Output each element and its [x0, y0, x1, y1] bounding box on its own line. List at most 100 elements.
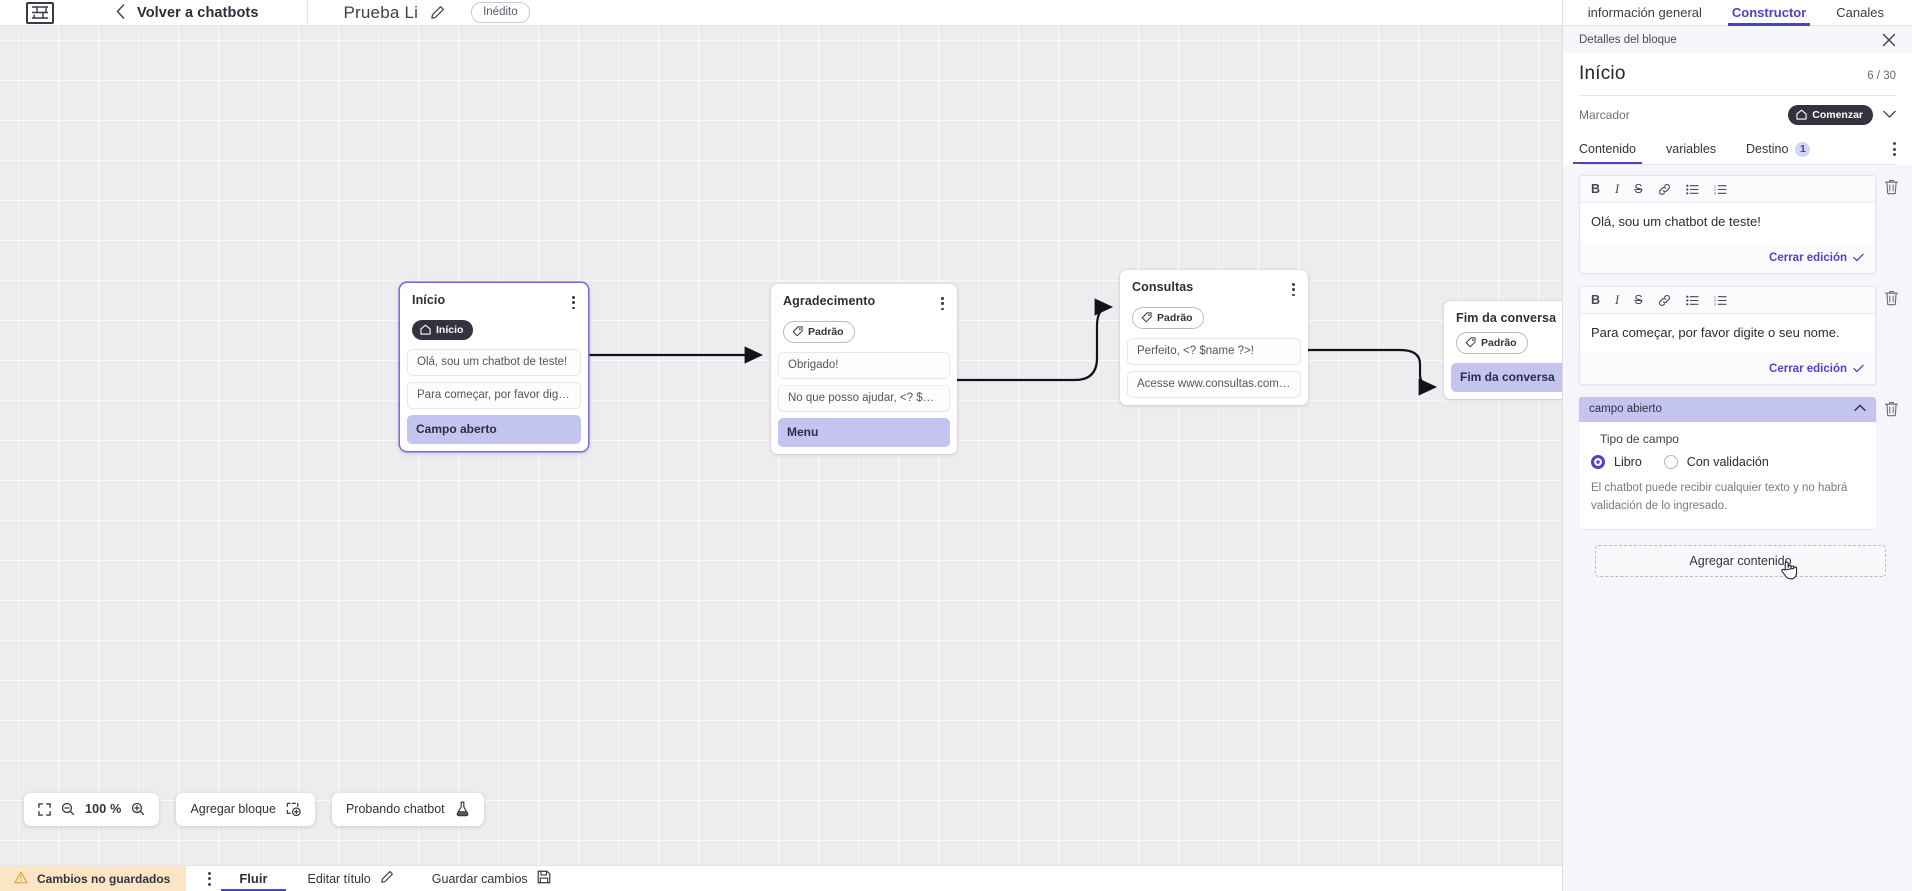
trash-icon[interactable]	[1884, 175, 1899, 195]
italic-icon[interactable]: I	[1615, 181, 1620, 196]
flow-node-fim-da-conversa[interactable]: Fim da conversa Padrão Fim da conversa	[1444, 301, 1562, 399]
zoom-out-icon[interactable]	[61, 802, 75, 816]
back-to-chatbots-link[interactable]: Volver a chatbots	[137, 4, 259, 21]
tab-contenido[interactable]: Contenido	[1573, 134, 1642, 164]
node-title: Início	[412, 293, 446, 307]
close-icon[interactable]	[1882, 33, 1896, 47]
kebab-menu-icon[interactable]	[1893, 142, 1896, 156]
marker-row: Marcador Comenzar	[1579, 96, 1896, 135]
marker-value-chip[interactable]: Comenzar	[1788, 105, 1873, 125]
italic-icon[interactable]: I	[1615, 292, 1620, 307]
node-message[interactable]: Para começar, por favor digite o ...	[407, 382, 581, 410]
edit-title-label: Editar título	[307, 871, 371, 886]
bullet-list-icon[interactable]	[1685, 184, 1699, 195]
kebab-menu-icon[interactable]	[1290, 279, 1297, 300]
field-hint: El chatbot puede recibir cualquier texto…	[1591, 481, 1848, 512]
strikethrough-icon[interactable]: S	[1634, 293, 1643, 308]
panel-card: Início 6 / 30 Marcador Comenzar Con	[1563, 53, 1912, 165]
kebab-menu-icon[interactable]	[939, 293, 946, 314]
chevron-down-icon[interactable]	[1883, 110, 1896, 119]
close-edit-button[interactable]: Cerrar edición	[1769, 363, 1864, 375]
node-message[interactable]: Perfeito, <? $name ?>!	[1127, 337, 1301, 365]
bold-icon[interactable]: B	[1591, 182, 1601, 196]
zoom-controls[interactable]: 100 %	[24, 792, 160, 826]
tab-destino[interactable]: Destino 1	[1746, 134, 1811, 164]
trash-icon[interactable]	[1884, 397, 1899, 417]
radio-con-validacion[interactable]: Con validación	[1663, 454, 1769, 469]
close-edit-button[interactable]: Cerrar edición	[1769, 252, 1864, 264]
radio-libro[interactable]: Libro	[1591, 454, 1642, 469]
node-tag-label: Início	[436, 323, 464, 336]
flask-icon	[455, 801, 470, 817]
bold-icon[interactable]: B	[1591, 293, 1601, 308]
tab-variables[interactable]: variables	[1666, 134, 1716, 164]
node-message[interactable]: Olá, sou um chatbot de teste!	[407, 349, 581, 377]
node-tag-padrao[interactable]: Padrão	[1456, 332, 1528, 354]
destino-count-badge: 1	[1795, 141, 1811, 157]
tab-fluir[interactable]: Fluir	[221, 866, 286, 891]
marker-label: Marcador	[1579, 107, 1630, 122]
add-block-button[interactable]: Agregar bloque	[176, 792, 315, 826]
node-message[interactable]: No que posso ajudar, <? $name ...	[778, 384, 950, 412]
link-icon[interactable]	[1658, 294, 1671, 307]
flow-canvas[interactable]: Início Início Olá, sou um chatbot de tes…	[0, 26, 1562, 865]
pointer-cursor-icon	[1781, 560, 1798, 584]
node-body: Perfeito, <? $name ?>! Acesse www.consul…	[1120, 337, 1308, 405]
tab-informacion-general[interactable]: información general	[1587, 5, 1702, 20]
node-tag-padrao[interactable]: Padrão	[1132, 307, 1204, 329]
zoom-level-label: 100 %	[85, 802, 122, 816]
chevron-up-icon[interactable]	[1854, 403, 1866, 415]
kebab-menu-icon[interactable]	[570, 292, 577, 313]
save-changes-label: Guardar cambios	[431, 871, 528, 886]
zoom-in-icon[interactable]	[131, 802, 145, 816]
pencil-icon[interactable]	[430, 5, 445, 20]
node-tag-row: Padrão	[1120, 300, 1308, 338]
topbar-divider	[306, 0, 308, 26]
edit-title-button[interactable]: Editar título	[308, 870, 394, 887]
node-chip[interactable]: Fim da conversa	[1451, 362, 1562, 392]
editor-text[interactable]: Olá, sou um chatbot de teste!	[1580, 202, 1875, 242]
strikethrough-icon[interactable]: S	[1634, 182, 1643, 196]
link-icon[interactable]	[1658, 183, 1671, 196]
add-content-button[interactable]: Agregar contenido	[1595, 545, 1886, 580]
editor-text[interactable]: Para começar, por favor digite o seu nom…	[1580, 313, 1875, 353]
node-message[interactable]: Acesse www.consultas.com par...	[1127, 370, 1301, 398]
node-tag-padrao[interactable]: Padrão	[783, 321, 855, 343]
field-card: campo abierto Tipo de campo Libro	[1579, 396, 1876, 530]
tag-icon	[1141, 312, 1152, 323]
node-message[interactable]: Obrigado!	[778, 351, 950, 379]
tab-constructor[interactable]: Constructor	[1727, 0, 1811, 26]
fit-screen-icon[interactable]	[38, 802, 51, 816]
save-changes-button[interactable]: Guardar cambios	[432, 870, 551, 887]
bullet-list-icon[interactable]	[1685, 295, 1699, 306]
editor-footer: Cerrar edición	[1580, 353, 1875, 384]
kebab-menu-icon[interactable]	[208, 871, 212, 886]
panel-tabs: Contenido variables Destino 1	[1573, 134, 1896, 165]
test-chatbot-label: Probando chatbot	[345, 802, 445, 816]
chevron-left-icon[interactable]	[116, 3, 125, 22]
trash-icon[interactable]	[1884, 286, 1899, 306]
tab-variables-label: variables	[1666, 142, 1717, 156]
unsaved-changes-label: Cambios no guardados	[37, 871, 171, 886]
field-header[interactable]: campo abierto	[1579, 396, 1876, 422]
tab-canales[interactable]: Canales	[1836, 5, 1884, 20]
node-tag-row: Início	[400, 313, 588, 349]
flow-node-consultas[interactable]: Consultas Padrão Perfeito, <? $name ?>! …	[1120, 270, 1308, 405]
tag-icon	[792, 326, 803, 337]
flow-node-agradecimento[interactable]: Agradecimento Padrão Obrigado! No que po…	[771, 284, 957, 454]
test-chatbot-button[interactable]: Probando chatbot	[331, 792, 484, 826]
app-logo-icon[interactable]	[26, 1, 54, 24]
add-content-label: Agregar contenido	[1689, 554, 1792, 569]
node-chip[interactable]: Menu	[778, 417, 950, 447]
radio-libro-label: Libro	[1614, 454, 1642, 469]
svg-text:3: 3	[1714, 191, 1716, 194]
page-title: Início	[1579, 63, 1626, 84]
node-chip[interactable]: Campo aberto	[407, 415, 581, 445]
flow-node-inicio[interactable]: Início Início Olá, sou um chatbot de tes…	[400, 283, 588, 452]
node-tag-inicio[interactable]: Início	[412, 320, 474, 340]
